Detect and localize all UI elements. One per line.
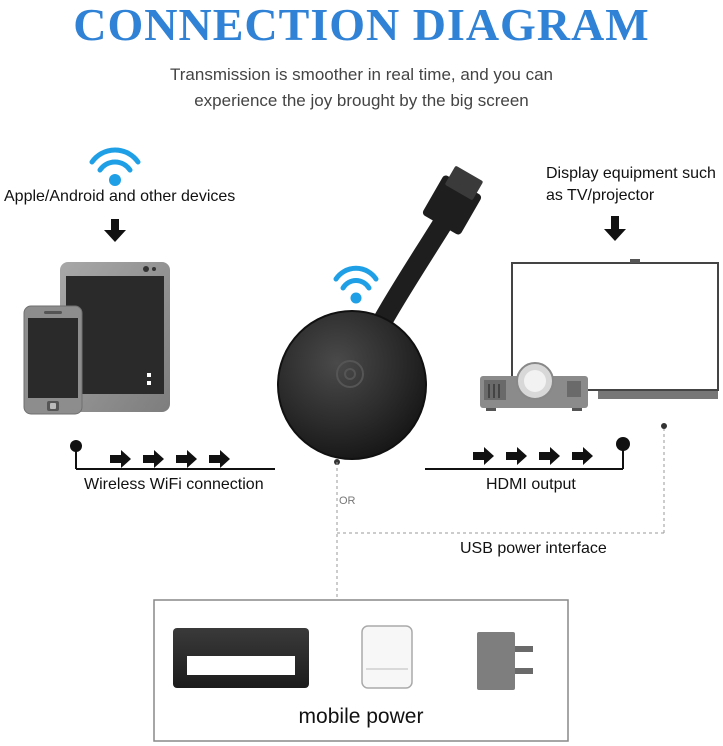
wifi-connection-label: Wireless WiFi connection: [84, 476, 264, 493]
dongle-device: [277, 310, 427, 460]
display-label-line-2: as TV/projector: [546, 187, 655, 204]
subtitle-line-1: Transmission is smoother in real time, a…: [170, 65, 553, 84]
down-arrow-icon-right: [604, 216, 626, 241]
wifi-icon-left: [89, 147, 141, 186]
wifi-flow-arrows: [110, 450, 230, 468]
wifi-connection-line: [70, 440, 275, 470]
display-equipment-label: Display equipment such as TV/projector: [546, 163, 716, 207]
wifi-icon-dongle: [333, 265, 379, 304]
hdmi-flow-arrows: [473, 447, 593, 465]
down-arrow-icon-left: [104, 219, 126, 242]
subtitle-line-2: experience the joy brought by the big sc…: [194, 91, 529, 110]
power-bank-icon: [361, 625, 413, 689]
diagram-subtitle: Transmission is smoother in real time, a…: [0, 62, 723, 114]
diagram-title: CONNECTION DIAGRAM: [73, 0, 650, 50]
hdmi-output-label: HDMI output: [486, 476, 576, 493]
usb-power-dashed-lines: [334, 423, 667, 600]
projector-illustration: [480, 362, 588, 411]
or-label: OR: [339, 495, 356, 507]
display-label-line-1: Display equipment such: [546, 165, 716, 182]
dongle-cable: [372, 166, 483, 332]
phone-illustration: [23, 305, 83, 415]
devices-label: Apple/Android and other devices: [4, 188, 236, 205]
wall-adapter-icon: [477, 632, 533, 690]
hdmi-connection-line: [425, 437, 630, 470]
usb-port-icon: [173, 628, 309, 688]
mobile-power-label: mobile power: [298, 705, 424, 728]
usb-power-label: USB power interface: [460, 540, 607, 557]
